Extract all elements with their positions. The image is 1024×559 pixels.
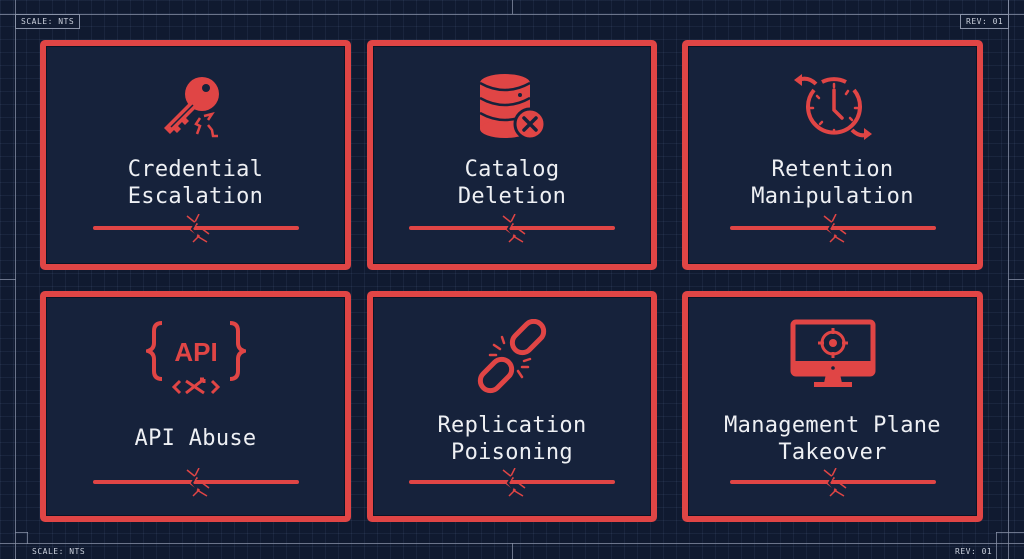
frame-corner-tr-v	[1008, 0, 1009, 14]
card-api-abuse: API API Abuse	[40, 291, 351, 522]
frame-line-top	[0, 14, 1024, 15]
divider-bar	[409, 226, 615, 230]
crack-icon	[186, 468, 209, 497]
card-management-plane-takeover: Management Plane Takeover	[682, 291, 983, 522]
api-braces-icon: API	[145, 321, 246, 395]
revision-label-bottom: REV: 01	[955, 547, 993, 556]
crack-icon	[186, 214, 209, 243]
broken-chain-icon	[477, 319, 547, 394]
monitor-target-icon	[790, 319, 875, 387]
card-title: Retention Manipulation	[751, 157, 914, 209]
crack-icon	[823, 214, 846, 243]
frame-tick-top	[512, 0, 513, 14]
card-title: API Abuse	[134, 426, 257, 451]
card-title: Replication Poisoning	[437, 413, 587, 465]
divider-bar	[92, 480, 299, 484]
card-title: Management Plane Takeover	[724, 413, 941, 465]
scale-label-top: SCALE: NTS	[15, 14, 81, 29]
frame-line-mid-right	[1008, 279, 1024, 280]
svg-text:API: API	[174, 337, 217, 367]
frame-tick-bottom	[512, 543, 513, 559]
card-retention-manipulation: Retention Manipulation	[682, 40, 983, 270]
revision-label-top: REV: 01	[960, 14, 1010, 29]
divider-bar	[409, 480, 615, 484]
clock-cycle-icon	[793, 74, 872, 140]
database-delete-icon	[479, 74, 547, 141]
card-credential-escalation: Credential Escalation	[40, 40, 351, 270]
card-catalog-deletion: Catalog Deletion	[367, 40, 657, 270]
card-replication-poisoning: Replication Poisoning	[367, 291, 657, 522]
divider-bar	[729, 480, 936, 484]
divider-bar	[92, 226, 299, 230]
broken-key-icon	[163, 77, 219, 138]
card-title: Credential Escalation	[127, 157, 264, 209]
crack-icon	[823, 468, 846, 497]
divider-bar	[729, 226, 936, 230]
crack-icon	[502, 468, 526, 497]
frame-line-mid-left	[0, 279, 16, 280]
frame-corner-br-h	[996, 532, 1024, 533]
frame-corner-bl-h	[15, 532, 28, 533]
frame-corner-bl-v	[27, 532, 28, 544]
crack-icon	[502, 214, 526, 243]
card-title: Catalog Deletion	[457, 157, 567, 209]
scale-label-bottom: SCALE: NTS	[32, 547, 86, 556]
frame-corner-br-v	[996, 532, 997, 559]
